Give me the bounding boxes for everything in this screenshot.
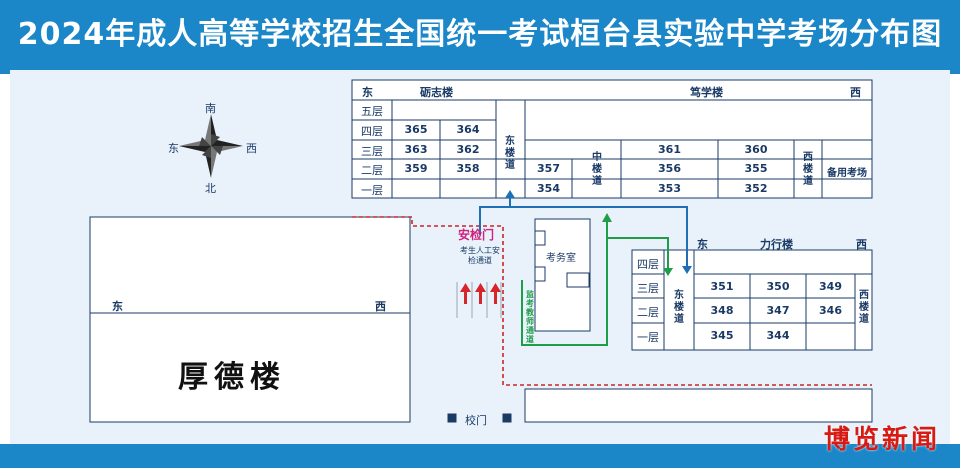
lixing-floor-2: 二层 <box>637 306 659 319</box>
lizhi-name: 砺志楼 <box>420 86 453 99</box>
compass-west: 西 <box>246 142 257 155</box>
lizhi-stair: 东楼道 <box>505 136 515 171</box>
room-353: 353 <box>658 182 681 195</box>
room-359: 359 <box>404 162 428 175</box>
room-349: 349 <box>819 280 842 293</box>
school-gate-label: 校门 <box>465 414 487 427</box>
security-boundary <box>352 216 872 386</box>
floor-5: 五层 <box>361 105 383 118</box>
floor-1: 一层 <box>361 184 383 197</box>
room-357: 357 <box>537 162 560 175</box>
floor-4: 四层 <box>361 125 383 138</box>
duxue-name: 笃学楼 <box>690 86 723 99</box>
room-360: 360 <box>744 143 768 156</box>
room-363: 363 <box>404 143 428 156</box>
lixing-floor-3: 三层 <box>637 282 659 295</box>
houde-west-label: 西 <box>375 300 386 313</box>
watermark: 博览新闻 <box>823 425 940 455</box>
title-bar <box>0 0 960 74</box>
houde-name: 厚德楼 <box>178 360 286 395</box>
lixing-building <box>631 249 873 351</box>
room-362: 362 <box>456 143 480 156</box>
room-350: 350 <box>766 280 790 293</box>
lixing-stair-east: 东楼道 <box>674 290 684 325</box>
security-arrows <box>460 283 501 304</box>
lixing-floor-1: 一层 <box>637 331 659 344</box>
room-355: 355 <box>744 162 768 175</box>
lixing-name: 力行楼 <box>760 238 793 251</box>
lixing-stair-west: 西楼道 <box>859 290 869 325</box>
compass-icon <box>179 114 243 178</box>
compass-east: 东 <box>168 142 179 155</box>
footer-bar <box>0 444 960 468</box>
blue-route <box>479 206 688 268</box>
duxue-stair-west: 西楼道 <box>803 152 813 187</box>
duxue-west-label: 西 <box>850 86 861 99</box>
lixing-east-label: 东 <box>697 238 708 251</box>
office-label: 考务室 <box>546 253 576 264</box>
lizhi-east-label: 东 <box>362 86 373 99</box>
compass-north: 北 <box>205 182 216 195</box>
room-356: 356 <box>658 162 681 175</box>
duxue-stair-mid: 中楼道 <box>592 152 602 187</box>
room-361: 361 <box>658 143 681 156</box>
room-364: 364 <box>456 123 480 136</box>
room-351: 351 <box>710 280 734 293</box>
room-344: 344 <box>766 329 790 342</box>
room-352: 352 <box>744 182 768 195</box>
teacher-channel: 监考教师通道 <box>526 290 534 344</box>
green-route <box>521 220 608 346</box>
room-347: 347 <box>766 304 790 317</box>
room-354: 354 <box>537 182 560 195</box>
page-title: 2024年成人高等学校招生全国统一考试桓台县实验中学考场分布图 <box>17 17 943 52</box>
lixing-floor-4: 四层 <box>637 258 659 271</box>
houde-east-label: 东 <box>112 300 123 313</box>
compass-south: 南 <box>205 102 216 115</box>
floor-3: 三层 <box>361 145 383 158</box>
lixing-west-label: 西 <box>856 238 867 251</box>
spare-room: 备用考场 <box>827 168 867 179</box>
room-346: 346 <box>819 304 842 317</box>
manual-security-channel: 考生人工安检通道 <box>460 246 500 265</box>
room-348: 348 <box>710 304 734 317</box>
floor-2: 二层 <box>361 164 383 177</box>
room-345: 345 <box>710 329 734 342</box>
security-gate-label: 安检门 <box>458 228 495 242</box>
room-365: 365 <box>404 123 428 136</box>
room-358: 358 <box>456 162 480 175</box>
